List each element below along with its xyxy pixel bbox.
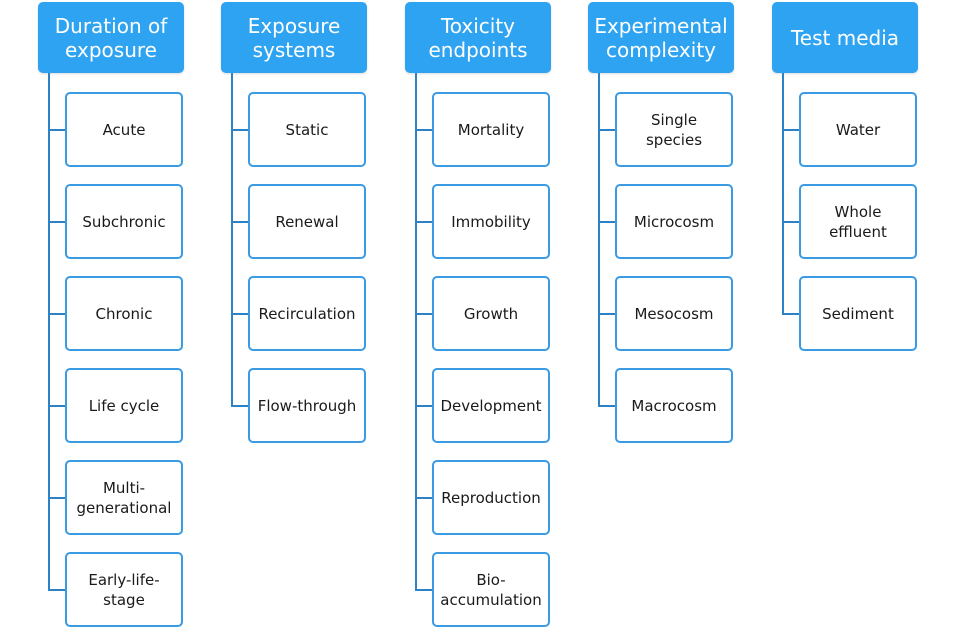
column-1-item: Early-life- stage (65, 552, 183, 627)
column-4-connector (598, 312, 615, 315)
column-1-connector (48, 404, 65, 407)
column-5-spine (782, 73, 784, 315)
column-2-item: Flow-through (248, 368, 366, 443)
column-1-connector (48, 312, 65, 315)
column-2-connector (231, 404, 248, 407)
column-5-header: Test media (772, 2, 918, 73)
column-3-item: Mortality (432, 92, 550, 167)
column-1-header: Duration of exposure (38, 2, 184, 73)
column-5-connector (782, 312, 799, 315)
column-5-item: Whole effluent (799, 184, 917, 259)
column-5-item: Sediment (799, 276, 917, 351)
column-5-item: Water (799, 92, 917, 167)
column-1-connector (48, 588, 65, 591)
column-3-connector (415, 312, 432, 315)
column-2-connector (231, 128, 248, 131)
column-3-connector (415, 496, 432, 499)
column-2-connector (231, 312, 248, 315)
column-2-item: Recirculation (248, 276, 366, 351)
column-4-header: Experimental complexity (588, 2, 734, 73)
column-4-item: Single species (615, 92, 733, 167)
column-1-item: Multi- generational (65, 460, 183, 535)
column-4-connector (598, 404, 615, 407)
column-3-item: Bio- accumulation (432, 552, 550, 627)
column-3-item: Growth (432, 276, 550, 351)
column-2-item: Renewal (248, 184, 366, 259)
column-1-item: Acute (65, 92, 183, 167)
column-1-spine (48, 73, 50, 591)
column-1-connector (48, 128, 65, 131)
column-4-item: Mesocosm (615, 276, 733, 351)
column-4-item: Microcosm (615, 184, 733, 259)
column-1-item: Life cycle (65, 368, 183, 443)
column-1-item: Subchronic (65, 184, 183, 259)
column-3-connector (415, 404, 432, 407)
column-1-connector (48, 220, 65, 223)
column-1-connector (48, 496, 65, 499)
column-3-item: Development (432, 368, 550, 443)
column-4-spine (598, 73, 600, 407)
column-2-spine (231, 73, 233, 407)
column-3-connector (415, 588, 432, 591)
column-3-connector (415, 220, 432, 223)
column-2-item: Static (248, 92, 366, 167)
column-2-connector (231, 220, 248, 223)
column-3-spine (415, 73, 417, 591)
column-3-header: Toxicity endpoints (405, 2, 551, 73)
column-3-connector (415, 128, 432, 131)
column-4-connector (598, 128, 615, 131)
column-4-connector (598, 220, 615, 223)
column-3-item: Immobility (432, 184, 550, 259)
column-5-connector (782, 128, 799, 131)
column-2-header: Exposure systems (221, 2, 367, 73)
column-5-connector (782, 220, 799, 223)
column-3-item: Reproduction (432, 460, 550, 535)
column-1-item: Chronic (65, 276, 183, 351)
column-4-item: Macrocosm (615, 368, 733, 443)
